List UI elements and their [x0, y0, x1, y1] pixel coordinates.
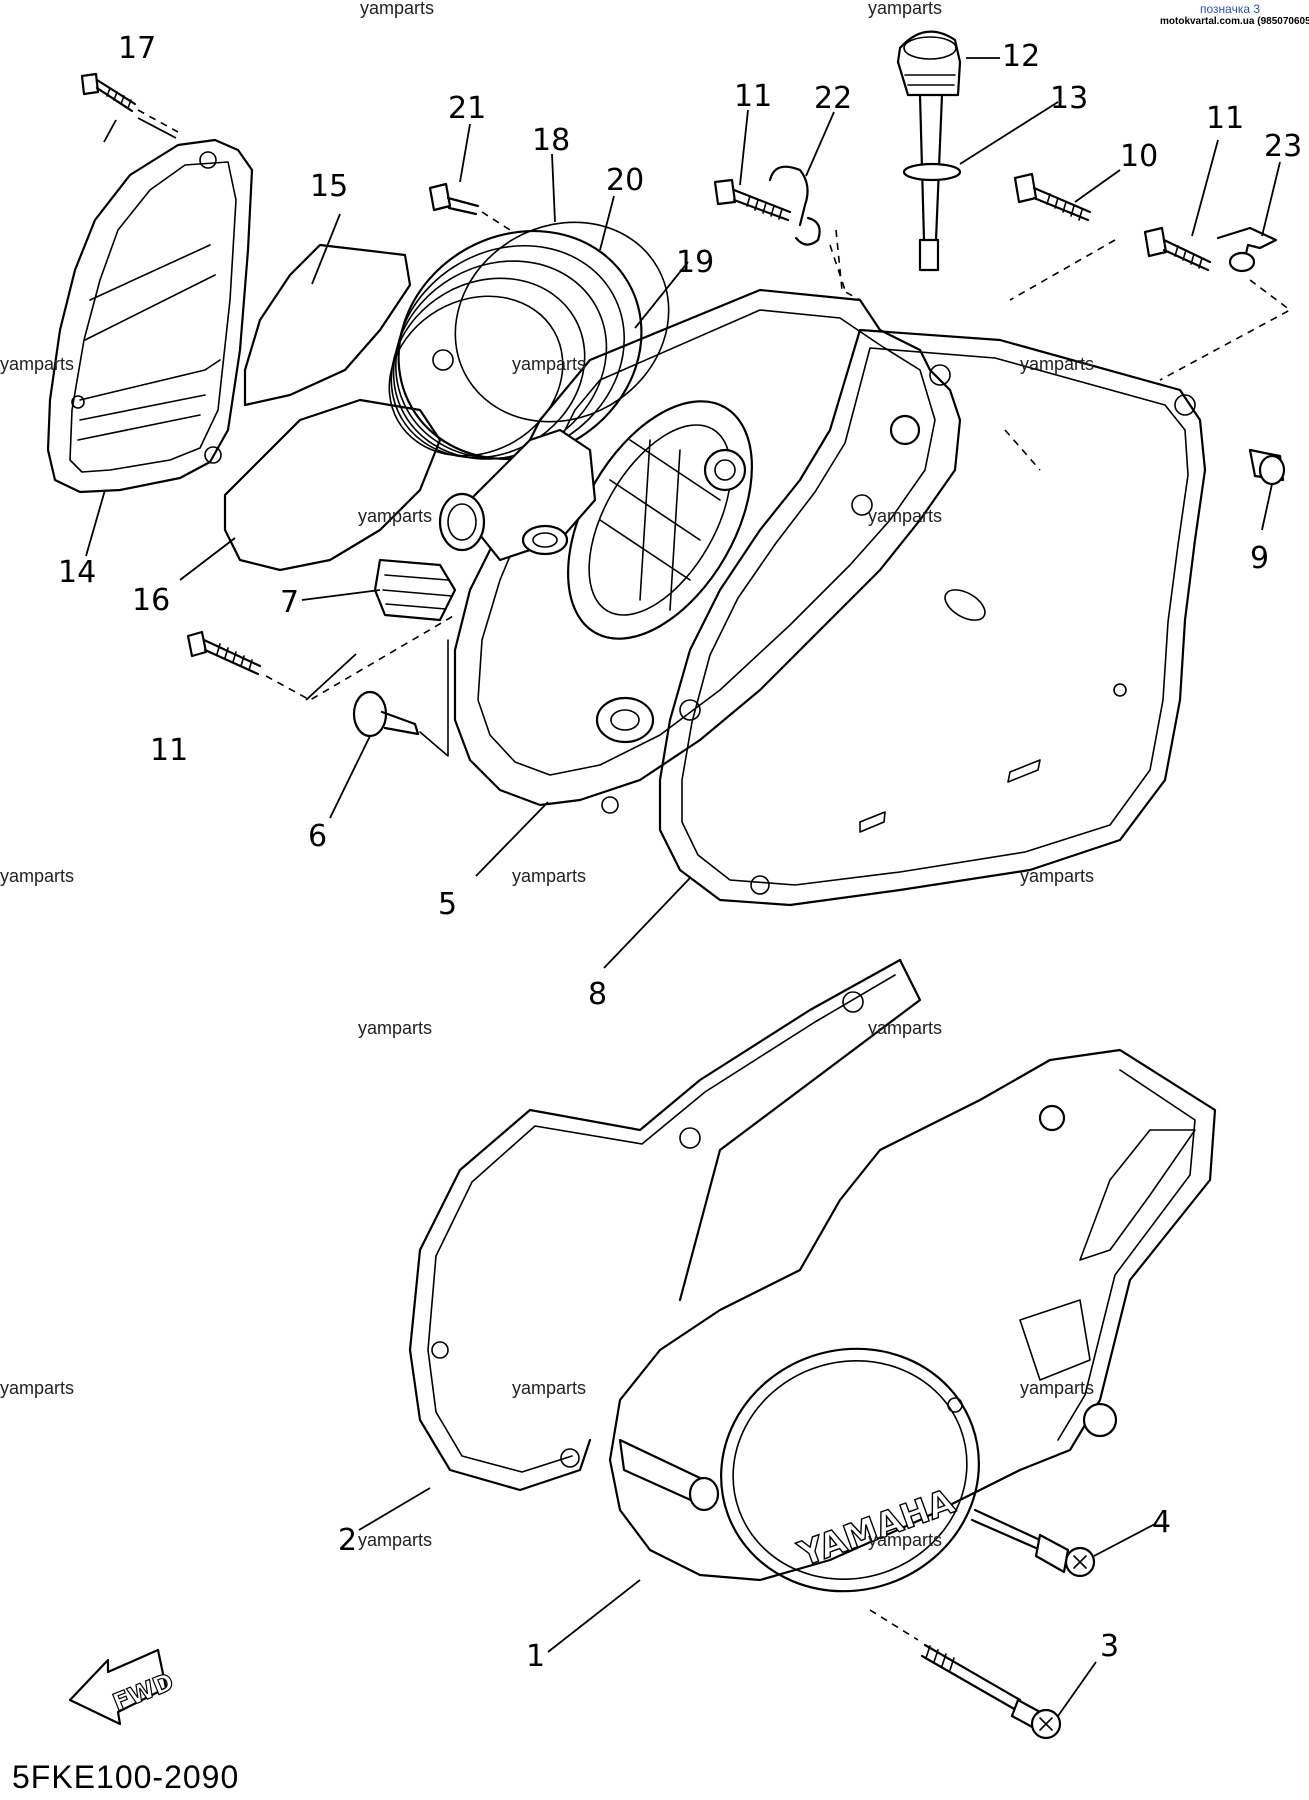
part-9-dowel: [1248, 448, 1286, 486]
part-21-bolt: [428, 182, 511, 231]
callout-9: 9: [1250, 541, 1269, 576]
callout-8: 8: [588, 977, 607, 1012]
callout-23: 23: [1264, 129, 1302, 164]
callout-11-left: 11: [150, 733, 188, 768]
callout-22: 22: [814, 81, 852, 116]
part-3-bolt: [869, 1609, 1062, 1740]
watermark: yamparts: [1020, 354, 1094, 374]
header-title: позначка 3: [1200, 2, 1260, 16]
part-17-bolt: [80, 72, 179, 133]
part-11-bolt-right: [1143, 226, 1212, 272]
callout-16: 16: [132, 583, 170, 618]
callout-12: 12: [1002, 39, 1040, 74]
callout-7: 7: [280, 585, 299, 620]
watermark: yamparts: [868, 1530, 942, 1550]
part-11-bolt-left: [186, 614, 456, 701]
watermark: yamparts: [358, 506, 432, 526]
watermark: yamparts: [868, 1018, 942, 1038]
callout-20: 20: [606, 163, 644, 198]
watermark: yamparts: [360, 0, 434, 18]
part-11-bolt-mid: [713, 178, 861, 301]
part-8-gasket: [658, 328, 1207, 907]
part-13-o-ring: [902, 162, 962, 182]
callout-10: 10: [1120, 139, 1158, 174]
watermark: yamparts: [868, 0, 942, 18]
part-4-screw: [970, 1508, 1096, 1578]
header-subtitle: motokvartal.com.ua (985070605500): [1160, 16, 1309, 27]
callout-19: 19: [676, 245, 714, 280]
part-2-gasket: [408, 958, 922, 1492]
part-16-gasket: [223, 398, 442, 572]
callout-11-mid: 11: [734, 79, 772, 114]
watermark: yamparts: [0, 354, 74, 374]
part-15-gasket: [243, 243, 412, 407]
part-10-bolt: [1009, 172, 1116, 301]
fwd-arrow: FWD: [68, 1648, 178, 1726]
callout-15: 15: [310, 169, 348, 204]
watermark: yamparts: [358, 1530, 432, 1550]
diagram-code: 5FKE100-2090: [12, 1759, 239, 1795]
watermark: yamparts: [358, 1018, 432, 1038]
part-5-outlet: [438, 428, 597, 562]
part-23-clamp: [1159, 226, 1292, 381]
part-5-crankcase-cover: [453, 288, 962, 814]
watermark: yamparts: [868, 506, 942, 526]
callout-2: 2: [338, 1523, 357, 1558]
part-14-cover: [46, 138, 254, 494]
watermark: yamparts: [512, 354, 586, 374]
part-22-clip: [768, 165, 846, 291]
leader-lines: [85, 57, 1281, 1717]
watermark: yamparts: [1020, 1378, 1094, 1398]
watermark: yamparts: [0, 1378, 74, 1398]
callout-18: 18: [532, 123, 570, 158]
watermark: yamparts: [1020, 866, 1094, 886]
callout-4: 4: [1152, 1505, 1171, 1540]
callout-13: 13: [1050, 81, 1088, 116]
callout-6: 6: [308, 819, 327, 854]
watermark: yamparts: [0, 866, 74, 886]
watermark: yamparts: [512, 866, 586, 886]
callout-5: 5: [438, 887, 457, 922]
part-12-oil-cap: [896, 30, 962, 272]
watermark: yamparts: [512, 1378, 586, 1398]
callout-21: 21: [448, 91, 486, 126]
callout-11-right: 11: [1206, 101, 1244, 136]
callout-1: 1: [526, 1639, 545, 1674]
callout-14: 14: [58, 555, 96, 590]
callout-17: 17: [118, 31, 156, 66]
part-7-damper: [373, 558, 457, 622]
callout-3: 3: [1100, 1629, 1119, 1664]
yamaha-logo: YAMAHA: [793, 1481, 961, 1575]
